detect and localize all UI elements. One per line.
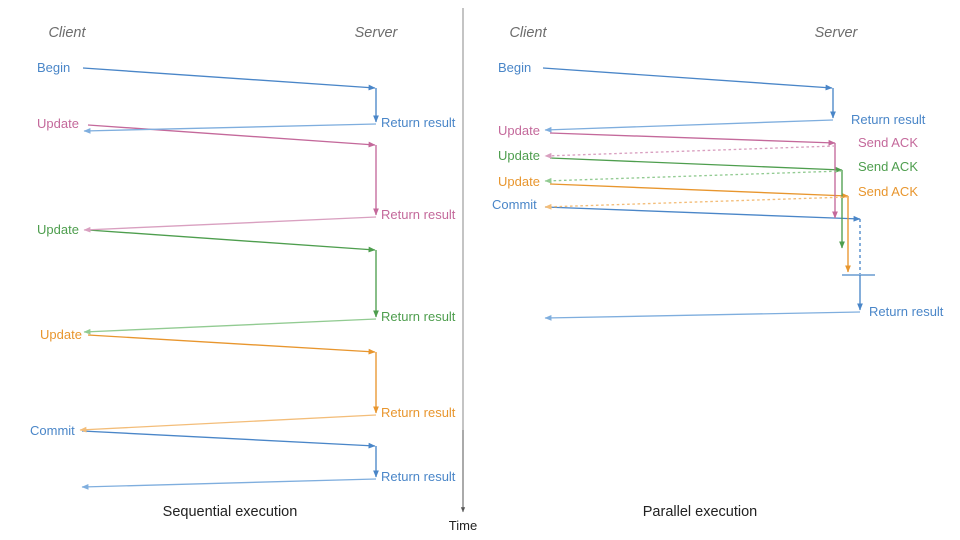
update1-request — [549, 132, 836, 146]
begin-response — [83, 123, 377, 134]
panel-sequential-server-label-2: Return result — [381, 309, 456, 324]
panel-sequential-server-label-4: Return result — [381, 469, 456, 484]
panel-parallel-server-header: Server — [815, 25, 859, 41]
panel-sequential-server-label-1: Return result — [381, 207, 456, 222]
panel-parallel-server-label-4: Return result — [869, 304, 944, 319]
panel-parallel-server-label-2: Send ACK — [858, 159, 918, 174]
commit-response — [544, 311, 861, 321]
ack3-response — [544, 196, 849, 210]
panel-sequential-client-label-4: Commit — [30, 423, 75, 438]
update2-request — [549, 157, 843, 173]
panel-parallel-client-header: Client — [509, 25, 547, 41]
panel-sequential-client-label-3: Update — [40, 327, 82, 342]
commit-request — [81, 430, 376, 449]
time-axis-layer: Time — [449, 430, 477, 533]
panel-sequential-server-label-0: Return result — [381, 115, 456, 130]
panel-sequential-client-label-2: Update — [37, 222, 79, 237]
ack1-response — [544, 145, 836, 159]
panel-sequential-server-label-3: Return result — [381, 405, 456, 420]
panel-parallel-client-label-3: Update — [498, 174, 540, 189]
panel-parallel-client-label-1: Update — [498, 123, 540, 138]
update1-response — [83, 216, 377, 233]
panel-sequential-client-header: Client — [48, 25, 86, 41]
panel-sequential-server-header: Server — [355, 25, 399, 41]
panel-parallel-caption: Parallel execution — [643, 504, 757, 520]
time-axis-label-text: Time — [449, 518, 477, 533]
commit-request — [544, 206, 861, 222]
update2-response — [83, 318, 377, 335]
update3-request — [549, 183, 849, 199]
panel-parallel-server-label-0: Return result — [851, 112, 926, 127]
begin-request — [542, 67, 833, 91]
panel-parallel-client-label-2: Update — [498, 148, 540, 163]
update2-request — [87, 229, 376, 253]
update3-request — [87, 334, 376, 355]
begin-request — [82, 67, 376, 91]
panel-parallel-server-label-3: Send ACK — [858, 184, 918, 199]
update3-response — [79, 414, 377, 433]
panel-parallel-client-label-0: Begin — [498, 60, 531, 75]
panel-sequential-caption: Sequential execution — [163, 504, 298, 520]
commit-response — [81, 478, 377, 490]
ack2-response — [544, 170, 843, 184]
panel-parallel-server-label-1: Send ACK — [858, 135, 918, 150]
panel-parallel-client-label-4: Commit — [492, 197, 537, 212]
begin-response — [544, 119, 834, 133]
panel-sequential-client-label-0: Begin — [37, 60, 70, 75]
panel-sequential-client-label-1: Update — [37, 116, 79, 131]
update1-request — [87, 124, 376, 148]
